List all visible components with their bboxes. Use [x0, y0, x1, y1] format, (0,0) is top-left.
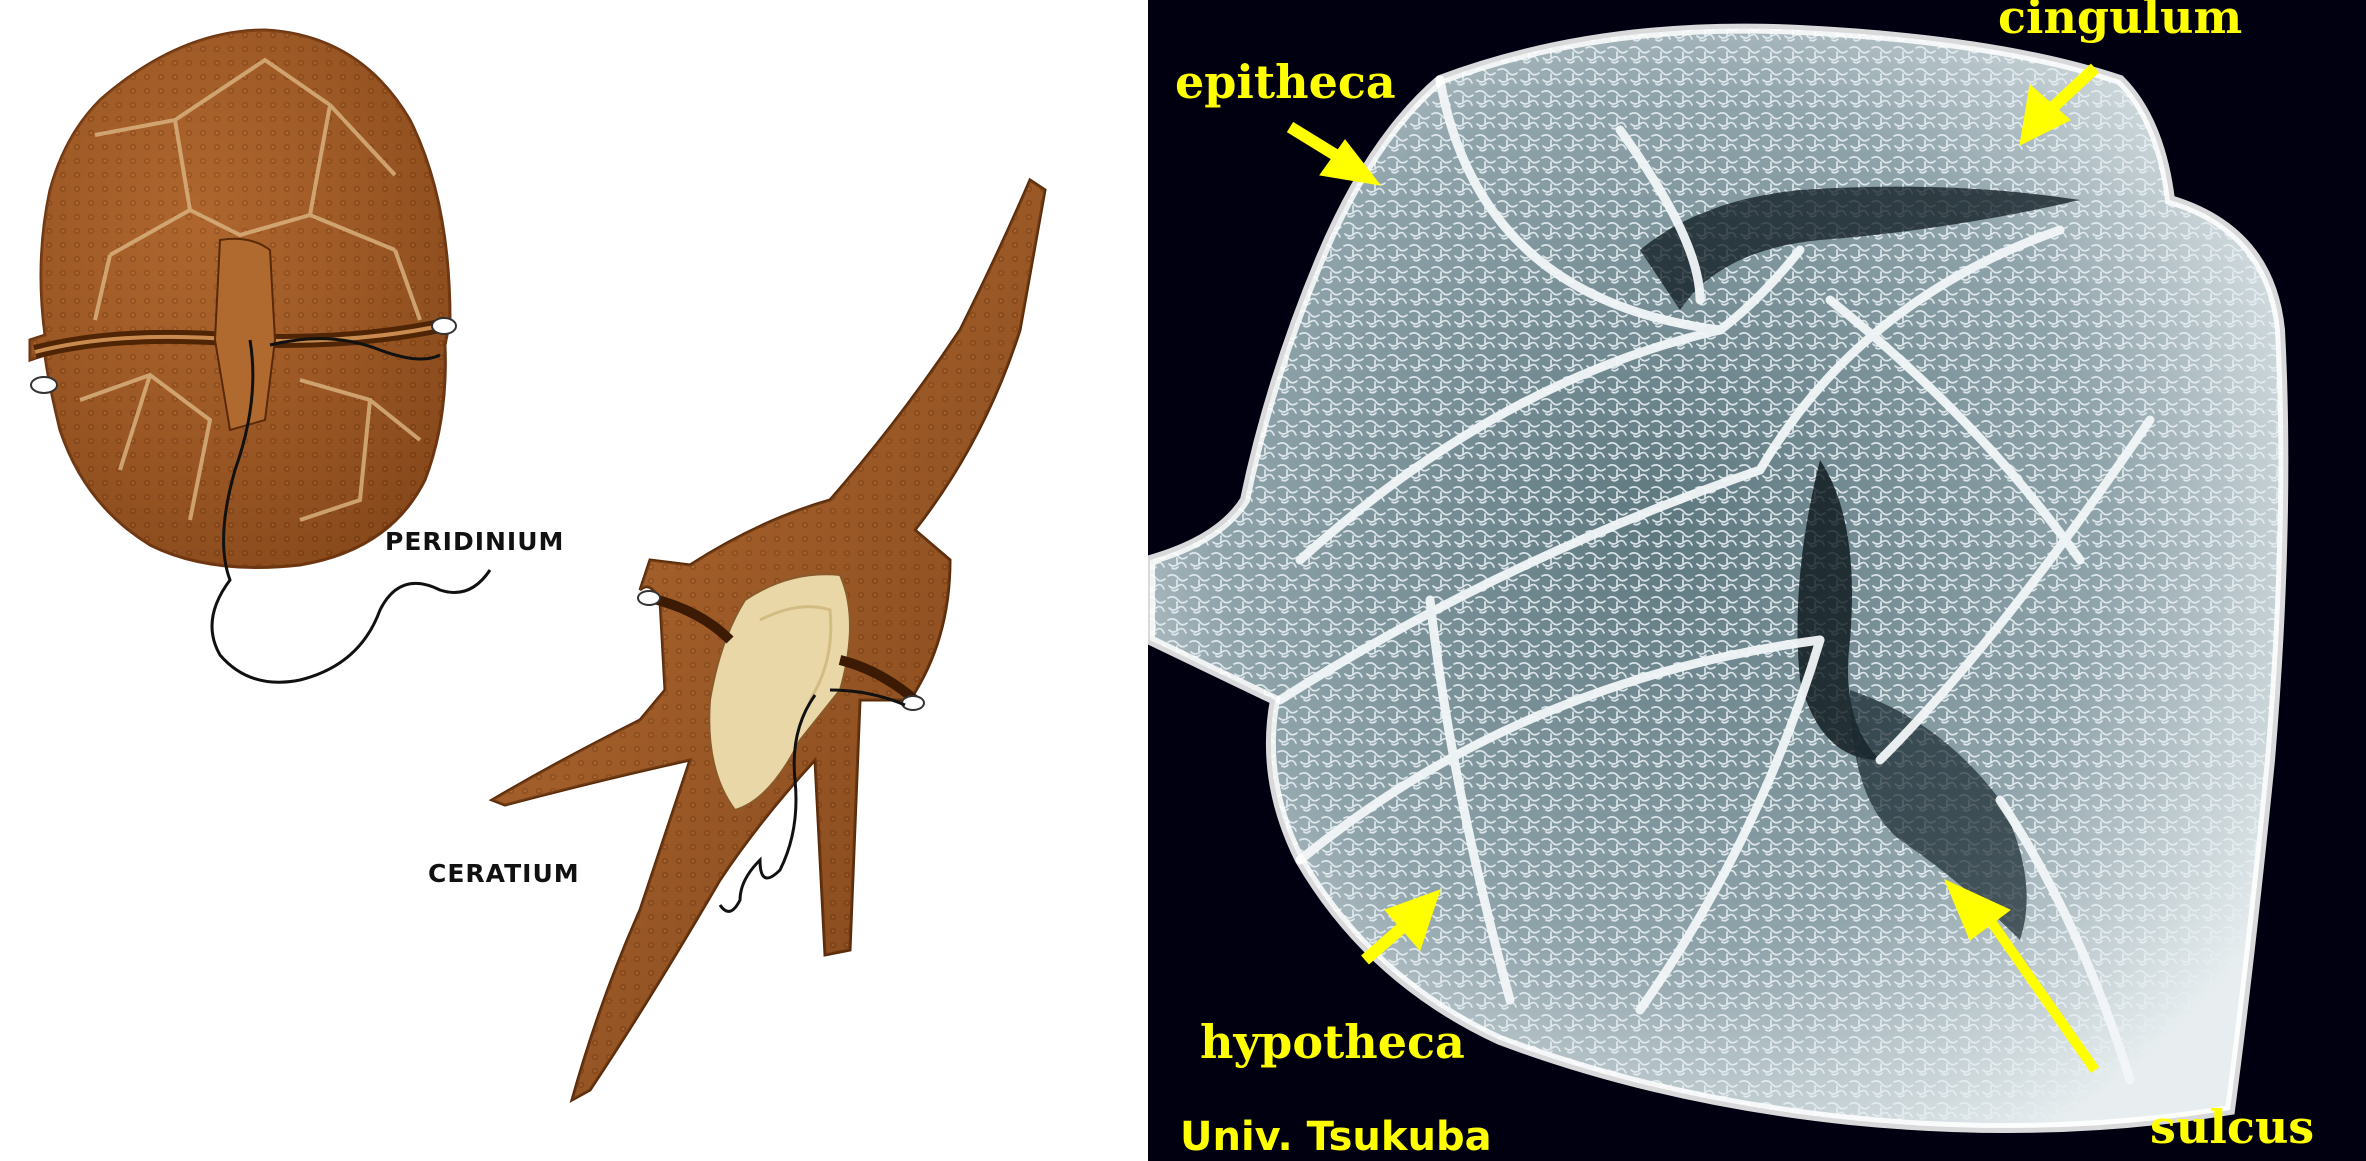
cingulum-label: cingulum: [1998, 0, 2242, 44]
sem-image-panel: epitheca cingulum hypotheca sulcus Univ.…: [1148, 0, 2366, 1161]
image-credit: Univ. Tsukuba: [1180, 1114, 1492, 1160]
peridinium-label: PERIDINIUM: [385, 527, 564, 556]
ceratium-label: CERATIUM: [428, 859, 580, 888]
hypotheca-label: hypotheca: [1200, 1015, 1465, 1069]
left-illustration-panel: PERIDINIUM CERATIUM: [0, 0, 1148, 1161]
epitheca-label: epitheca: [1175, 55, 1396, 109]
sulcus-label: sulcus: [2150, 1100, 2314, 1154]
